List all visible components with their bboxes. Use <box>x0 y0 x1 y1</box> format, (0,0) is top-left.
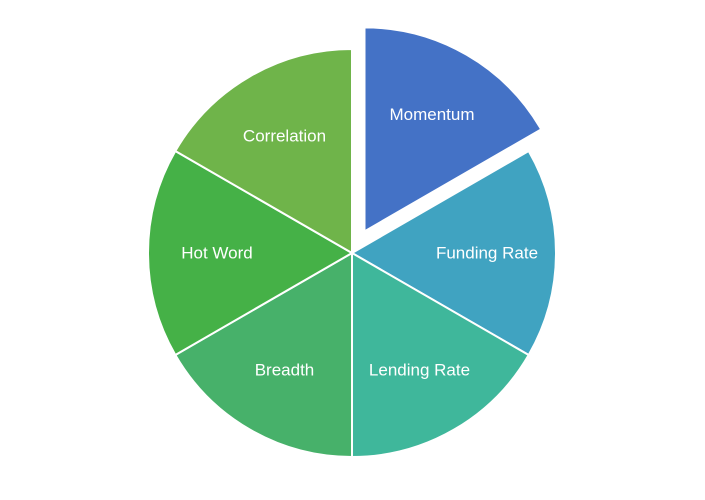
pie-slice-correlation <box>174 48 353 254</box>
pie-slice-breadth <box>174 252 353 458</box>
pie-slice-momentum <box>363 26 543 233</box>
pie-slice-lending-rate <box>351 252 530 458</box>
pie-slice-hot-word <box>146 150 353 356</box>
pie-slice-funding-rate <box>351 150 558 356</box>
